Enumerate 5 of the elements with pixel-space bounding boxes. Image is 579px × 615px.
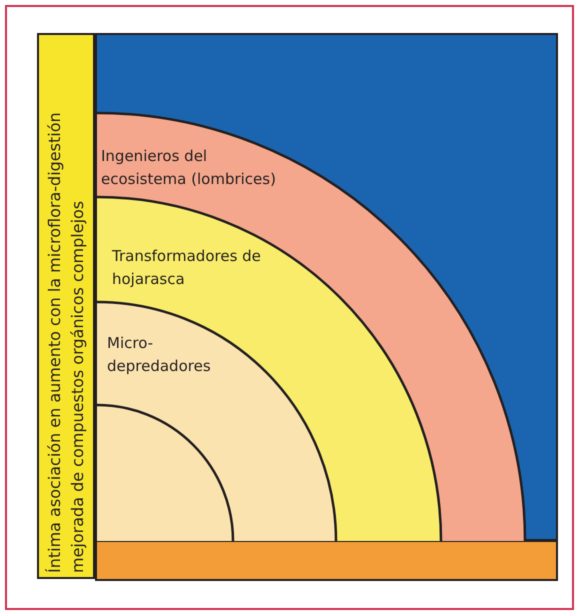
band-label: Micro-depredadores <box>107 333 212 377</box>
bar-label: Íntima asociación en aumento con la microflora-digestión mejorada de compuestos orgánicos complejos <box>44 111 88 573</box>
band-label: Ingenieros del ecosistema (lombrices) <box>101 146 277 190</box>
label-bar <box>37 33 95 579</box>
band-label: Transformadores de hojarasca <box>112 246 262 290</box>
